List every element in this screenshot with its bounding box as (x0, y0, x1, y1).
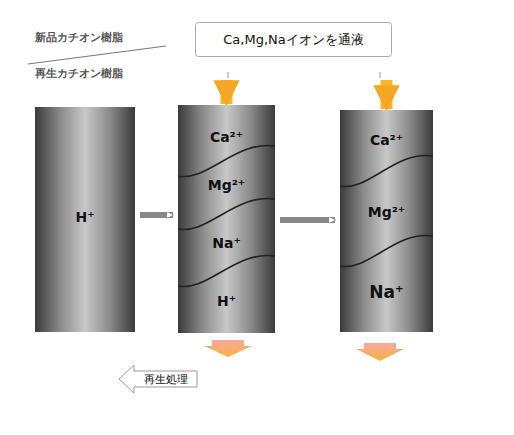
ion-label: Na⁺ (212, 235, 241, 251)
resin-column: Ca²⁺ Mg²⁺ Na⁺ H⁺ (178, 105, 275, 333)
ion-label: H⁺ (217, 293, 236, 309)
resin-label: 再生カチオン樹脂 (35, 66, 123, 81)
ion-label: Na⁺ (369, 282, 404, 302)
feed-tick (380, 72, 381, 78)
ion-label: Mg²⁺ (368, 204, 405, 220)
resin-label: 新品カチオン樹脂 (35, 30, 123, 45)
feed-tick (228, 72, 229, 78)
flow-arrow (381, 80, 393, 109)
regeneration-arrow: 再生処理 (118, 364, 198, 394)
feed-box: Ca,Mg,Naイオンを通液 (195, 22, 392, 57)
node-text: Ca,Mg,Naイオンを通液 (223, 31, 363, 49)
ion-label: Ca²⁺ (210, 129, 243, 145)
resin-column: Ca²⁺ Mg²⁺ Na⁺ (340, 110, 433, 332)
step-arrow (140, 212, 173, 218)
outflow-arrow (356, 343, 404, 361)
divider-line (28, 46, 166, 64)
ion-label: Ca²⁺ (370, 132, 403, 148)
outflow-arrow (204, 340, 252, 357)
flow-arrow (221, 80, 233, 104)
ion-label: Mg²⁺ (208, 177, 245, 193)
step-arrow (280, 217, 335, 223)
node-text: 再生処理 (144, 372, 188, 387)
resin-column: H⁺ (35, 107, 135, 332)
ion-label: H⁺ (75, 209, 94, 225)
